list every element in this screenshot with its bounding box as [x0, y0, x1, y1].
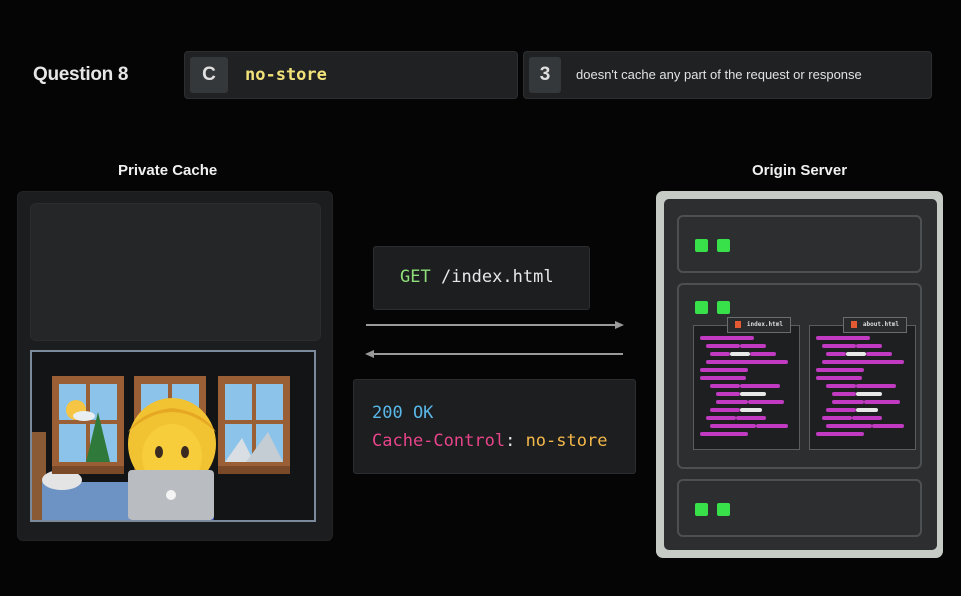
answer-value: no-store — [245, 65, 327, 85]
question-label: Question 8 — [33, 64, 129, 85]
request-method: GET — [400, 267, 431, 287]
file-tab: index.html — [726, 317, 791, 333]
server-rack-bottom — [677, 479, 922, 537]
request-response-arrows — [365, 321, 624, 358]
server-rack-middle: index.html about.html — [677, 283, 922, 469]
file-name: about.html — [862, 321, 899, 328]
origin-server-title: Origin Server — [752, 162, 848, 179]
window-sun — [52, 376, 124, 474]
code-lines-icon — [816, 336, 904, 436]
laptop-icon — [128, 470, 214, 520]
response-arrow-head — [365, 350, 374, 358]
request-line: GET /index.html — [400, 267, 554, 287]
response-status: 200 OK — [372, 403, 434, 423]
status-led-icon — [695, 301, 708, 314]
status-led-icon — [695, 503, 708, 516]
answer-letter-badge: C — [190, 57, 228, 93]
response-header-value: no-store — [525, 431, 608, 451]
request-path: /index.html — [440, 267, 554, 287]
definition-number-badge: 3 — [529, 57, 561, 93]
request-arrow-head — [615, 321, 624, 329]
response-header-name: Cache-Control — [372, 431, 506, 451]
pillow — [42, 470, 82, 490]
request-box: GET /index.html — [373, 246, 590, 310]
window-mountains — [218, 376, 290, 474]
definition-card: 3 doesn't cache any part of the request … — [523, 51, 932, 99]
response-box: 200 OK Cache-Control: no-store — [353, 379, 636, 474]
user-at-laptop-illustration — [30, 350, 316, 522]
file-about-html: about.html — [809, 317, 916, 450]
file-tab: about.html — [842, 317, 907, 333]
status-led-icon — [717, 239, 730, 252]
cache-storage-slot — [30, 203, 321, 341]
html5-icon — [850, 321, 857, 328]
file-name: index.html — [746, 321, 783, 328]
code-lines-icon — [700, 336, 788, 436]
file-index-html: index.html — [693, 317, 800, 450]
status-led-icon — [717, 503, 730, 516]
html5-icon — [734, 321, 741, 328]
private-cache-title: Private Cache — [118, 162, 218, 179]
response-header-line: Cache-Control: no-store — [372, 431, 607, 451]
status-led-icon — [717, 301, 730, 314]
server-rack-top — [677, 215, 922, 273]
response-header-colon: : — [505, 431, 516, 451]
answer-card: C no-store — [184, 51, 518, 99]
status-led-icon — [695, 239, 708, 252]
room-scene-svg — [32, 376, 290, 520]
definition-text: doesn't cache any part of the request or… — [576, 67, 862, 82]
